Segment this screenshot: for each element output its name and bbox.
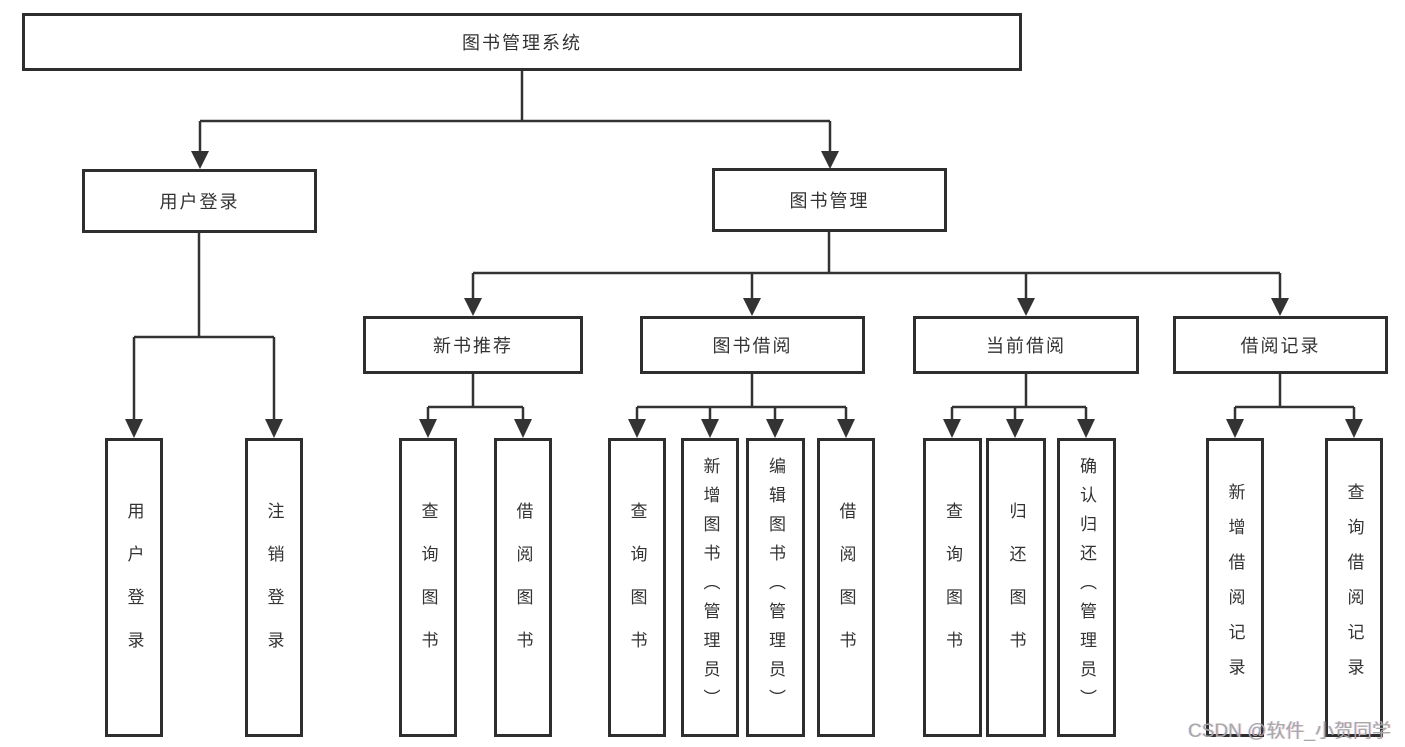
connector-borrow-record	[1226, 374, 1363, 438]
node-borrow-record-label: 借阅记录	[1240, 336, 1321, 356]
leaf-confirm-return-admin: 确认归还（管理员）	[1057, 438, 1116, 737]
leaf-borrow-books-recommend: 借阅图书	[494, 438, 552, 737]
leaf-edit-book-admin: 编辑图书（管理员）	[746, 438, 805, 737]
connector-book-management	[464, 232, 1289, 316]
watermark: CSDN @软件_小贺同学	[1188, 721, 1391, 742]
leaf-query-books-current-label: 查询图书	[943, 501, 962, 674]
leaf-user-login: 用户登录	[105, 438, 163, 737]
leaf-return-book-label: 归还图书	[1006, 501, 1026, 674]
node-book-management-label: 图书管理	[789, 191, 870, 211]
connector-root	[191, 71, 839, 169]
node-borrow-record: 借阅记录	[1173, 316, 1388, 374]
leaf-query-borrow-record-label: 查询借阅记录	[1344, 482, 1364, 693]
leaf-confirm-return-admin-label: 确认归还（管理员）	[1077, 457, 1096, 718]
node-new-book-recommend-label: 新书推荐	[433, 336, 513, 356]
leaf-borrow-books-recommend-label: 借阅图书	[513, 501, 533, 674]
leaf-return-book: 归还图书	[986, 438, 1046, 737]
connector-user-login	[125, 233, 283, 438]
node-current-borrow: 当前借阅	[913, 316, 1139, 374]
node-book-management: 图书管理	[712, 168, 947, 232]
leaf-query-borrow-record: 查询借阅记录	[1325, 438, 1383, 737]
leaf-edit-book-admin-label: 编辑图书（管理员）	[766, 457, 785, 718]
leaf-borrow-books-label: 借阅图书	[836, 501, 856, 674]
leaf-add-borrow-record-label: 新增借阅记录	[1225, 482, 1245, 693]
connector-new-book-recommend	[419, 374, 532, 438]
leaf-logout: 注销登录	[245, 438, 303, 737]
leaf-add-borrow-record: 新增借阅记录	[1206, 438, 1264, 737]
leaf-query-books-borrow-label: 查询图书	[627, 501, 647, 674]
node-root-label: 图书管理系统	[462, 33, 582, 53]
node-new-book-recommend: 新书推荐	[363, 316, 583, 374]
leaf-query-books-recommend-label: 查询图书	[418, 501, 438, 674]
node-book-borrow-label: 图书借阅	[712, 336, 793, 356]
leaf-user-login-label: 用户登录	[124, 501, 144, 674]
leaf-add-book-admin-label: 新增图书（管理员）	[700, 457, 720, 718]
connector-current-borrow	[943, 374, 1095, 438]
node-current-borrow-label: 当前借阅	[986, 336, 1066, 356]
leaf-query-books-current: 查询图书	[923, 438, 982, 737]
leaf-query-books-recommend: 查询图书	[399, 438, 457, 737]
node-book-borrow: 图书借阅	[640, 316, 865, 374]
node-user-login-label: 用户登录	[159, 192, 240, 212]
node-user-login: 用户登录	[82, 169, 317, 233]
connector-book-borrow	[628, 374, 855, 438]
leaf-logout-label: 注销登录	[264, 501, 284, 674]
leaf-add-book-admin: 新增图书（管理员）	[681, 438, 739, 737]
leaf-borrow-books: 借阅图书	[817, 438, 875, 737]
node-root: 图书管理系统	[22, 13, 1022, 71]
leaf-query-books-borrow: 查询图书	[608, 438, 666, 737]
